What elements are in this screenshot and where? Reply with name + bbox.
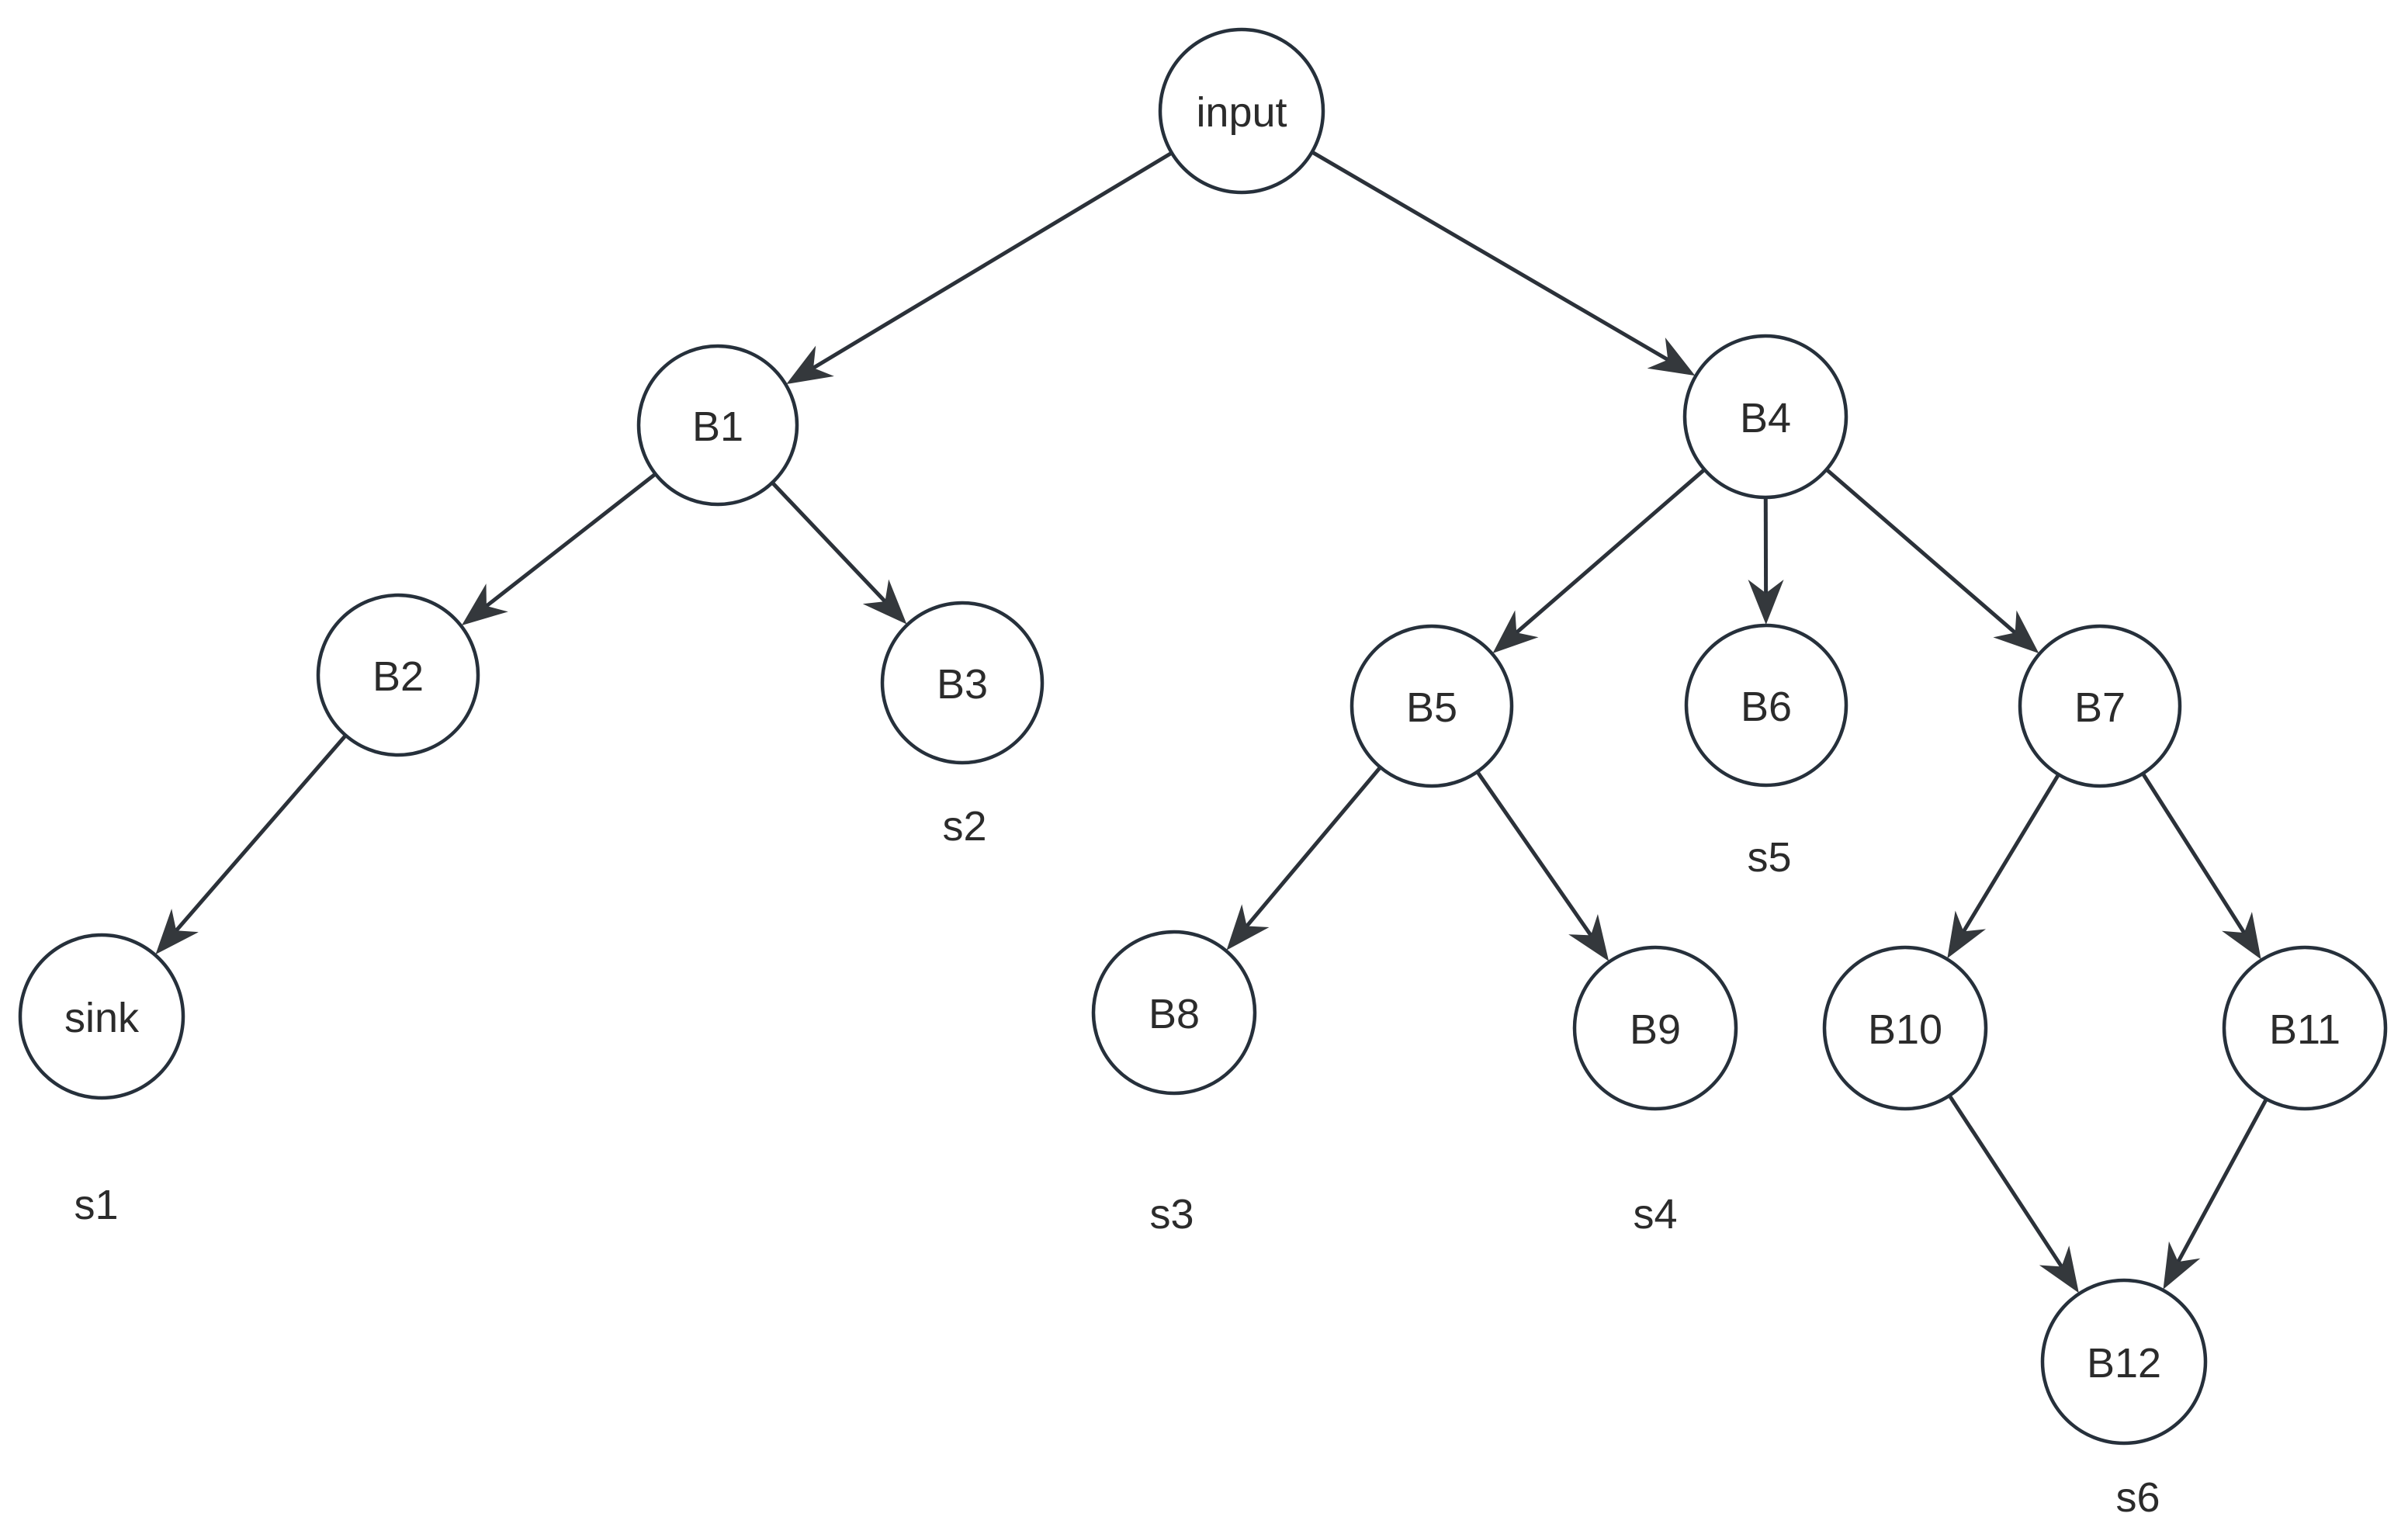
node-circle-B2[interactable] [316,593,480,757]
arrow-head-icon [461,583,508,625]
node-B3[interactable]: B3 [880,601,1045,765]
edge-B1-to-B2 [461,473,657,625]
annotation-label-s3: s3 [1149,1191,1194,1238]
edge-B10-to-B12 [1948,1095,2079,1293]
edge-line [2141,773,2250,940]
node-B9[interactable]: B9 [1572,945,1738,1111]
node-circle-B11[interactable] [2222,945,2388,1111]
arrow-head-icon [1647,337,1696,376]
node-circle-B6[interactable] [1684,623,1848,788]
edge-line [1825,468,2022,639]
edge-line [1948,1095,2067,1274]
edge-B7-to-B11 [2141,773,2261,960]
arrow-head-icon [862,579,907,625]
edge-line [2173,1099,2268,1269]
arrow-head-icon [155,909,199,954]
arrow-head-icon [1947,910,1987,959]
node-circle-B1[interactable] [636,344,799,507]
node-B6[interactable]: B6 [1684,623,1848,788]
node-circle-B12[interactable] [2040,1278,2208,1446]
arrow-head-icon [2039,1245,2079,1293]
node-B5[interactable]: B5 [1350,624,1514,788]
annotations-layer: s1 s2 s3 s4 s5 s6 [74,803,2160,1521]
node-B2[interactable]: B2 [316,593,480,757]
edge-line [1241,767,1381,933]
node-B12[interactable]: B12 [2040,1278,2208,1446]
node-circle-sink[interactable] [18,933,185,1100]
arrow-head-icon [2222,912,2261,960]
annotation-label-s2: s2 [942,803,986,850]
edge-input-to-B1 [786,151,1173,385]
node-input[interactable]: input [1158,27,1325,195]
edge-line [806,151,1173,373]
arrow-head-icon [1993,610,2039,653]
edge-line [1510,468,1706,639]
edge-B5-to-B8 [1226,767,1381,951]
node-B8[interactable]: B8 [1091,930,1257,1096]
edge-B4-to-B7 [1825,468,2039,653]
node-B11[interactable]: B11 [2222,945,2388,1111]
arrow-head-icon [1492,610,1539,653]
node-B10[interactable]: B10 [1822,945,1988,1111]
node-circle-input[interactable] [1158,27,1325,195]
arrow-head-icon [1748,579,1784,625]
edge-line [480,473,657,612]
edges-layer [155,151,2268,1293]
node-circle-B4[interactable] [1682,334,1848,500]
edge-B1-to-B3 [771,481,907,625]
node-B4[interactable]: B4 [1682,334,1848,500]
edge-B5-to-B9 [1476,771,1609,961]
node-sink[interactable]: sink [18,933,185,1100]
edge-B4-to-B6 [1748,497,1784,625]
arrow-head-icon [2163,1241,2201,1290]
edge-line [1476,771,1597,942]
edge-B11-to-B12 [2163,1099,2268,1290]
edge-line [771,481,892,608]
annotation-label-s5: s5 [1747,834,1791,881]
node-circle-B10[interactable] [1822,945,1988,1111]
edge-line [170,734,347,937]
edge-line [1958,774,2060,939]
edge-B2-to-sink [155,734,347,954]
edge-B4-to-B5 [1492,468,1706,653]
node-B7[interactable]: B7 [2018,624,2182,788]
node-circle-B7[interactable] [2018,624,2182,788]
arrow-head-icon [786,345,834,385]
edge-input-to-B4 [1311,151,1696,376]
node-B1[interactable]: B1 [636,344,799,507]
node-circle-B3[interactable] [880,601,1045,765]
edge-line [1311,151,1675,365]
arrow-head-icon [1568,913,1609,961]
node-circle-B8[interactable] [1091,930,1257,1096]
annotation-label-s6: s6 [2115,1474,2160,1521]
node-circle-B9[interactable] [1572,945,1738,1111]
annotation-label-s4: s4 [1633,1191,1677,1238]
edge-B7-to-B10 [1947,774,2060,959]
node-circle-B5[interactable] [1350,624,1514,788]
annotation-label-s1: s1 [74,1182,118,1228]
arrow-head-icon [1226,904,1270,951]
